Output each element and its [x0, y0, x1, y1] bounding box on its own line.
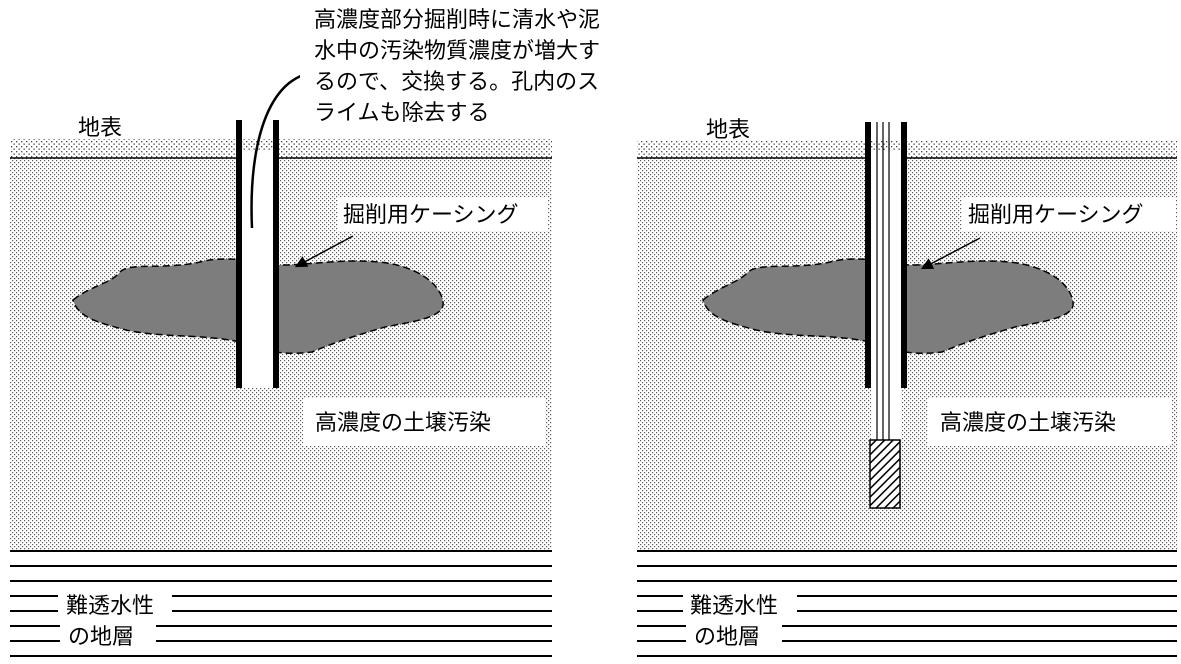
right-borehole — [871, 150, 901, 440]
left-casing-label: 掘削用ケーシング — [343, 203, 519, 228]
right-casing-label: 掘削用ケーシング — [968, 203, 1144, 228]
right-aquitard-label-line2: の地層 — [694, 625, 760, 650]
right-sampler — [869, 439, 901, 509]
right-casing-wall-left — [865, 122, 871, 388]
left-surface-layer — [10, 139, 552, 158]
left-aquitard-label1-bg — [58, 590, 172, 618]
left-borehole — [242, 150, 273, 388]
right-aquitard-label2-bg — [686, 620, 782, 650]
right-contamination-label: 高濃度の土壌汚染 — [940, 411, 1116, 436]
right-panel: 掘削用ケーシング 高濃度の土壌汚染 地表 難透水性 の地層 — [637, 118, 1177, 657]
right-aquitard-label-line1: 難透水性 — [690, 594, 778, 619]
annotation-line-2: 水中の汚染物質濃度が増大す — [314, 39, 600, 64]
left-aquitard-label-line2: の地層 — [68, 625, 134, 650]
left-aquitard-label-line1: 難透水性 — [66, 594, 154, 619]
right-surface-label: 地表 — [706, 118, 750, 143]
left-aquitard-label2-bg — [60, 620, 156, 650]
annotation-line-4: ライムも除去する — [314, 101, 490, 126]
annotation-line-1: 高濃度部分掘削時に清水や泥 — [314, 8, 600, 33]
annotation: 高濃度部分掘削時に清水や泥 水中の汚染物質濃度が増大す るので、交換する。孔内の… — [300, 0, 618, 132]
left-contamination-label: 高濃度の土壌汚染 — [315, 411, 491, 436]
left-panel: 掘削用ケーシング 高濃度の土壌汚染 地表 難透水性 の地層 — [10, 61, 552, 657]
left-contamination-label-bg — [303, 398, 545, 446]
left-casing-wall-left — [236, 120, 242, 388]
right-contamination-label-bg — [928, 398, 1172, 446]
left-casing-wall-right — [273, 120, 279, 388]
left-surface-label: 地表 — [78, 116, 122, 141]
right-casing-wall-right — [901, 122, 907, 388]
right-casing-label-bg — [962, 197, 1176, 231]
annotation-line-3: るので、交換する。孔内のス — [314, 70, 599, 95]
left-casing-label-bg — [338, 197, 548, 231]
right-aquitard-label1-bg — [683, 590, 797, 618]
right-casing-pointer — [920, 237, 981, 270]
annotation-bg — [300, 0, 618, 132]
left-casing-pointer — [294, 235, 354, 268]
